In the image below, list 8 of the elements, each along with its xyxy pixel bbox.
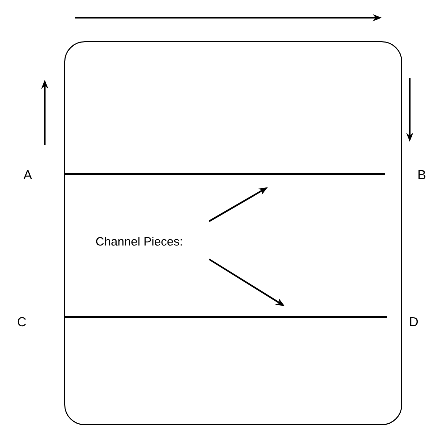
end-label: A — [24, 170, 32, 180]
channel-line — [64, 174, 386, 176]
end-label: D — [410, 318, 418, 326]
label-text: Channel Pieces: — [96, 237, 182, 246]
rounded-rectangle — [64, 42, 402, 426]
end-label: C — [18, 317, 26, 327]
channel-line — [64, 316, 388, 318]
end-label: B — [418, 170, 426, 180]
